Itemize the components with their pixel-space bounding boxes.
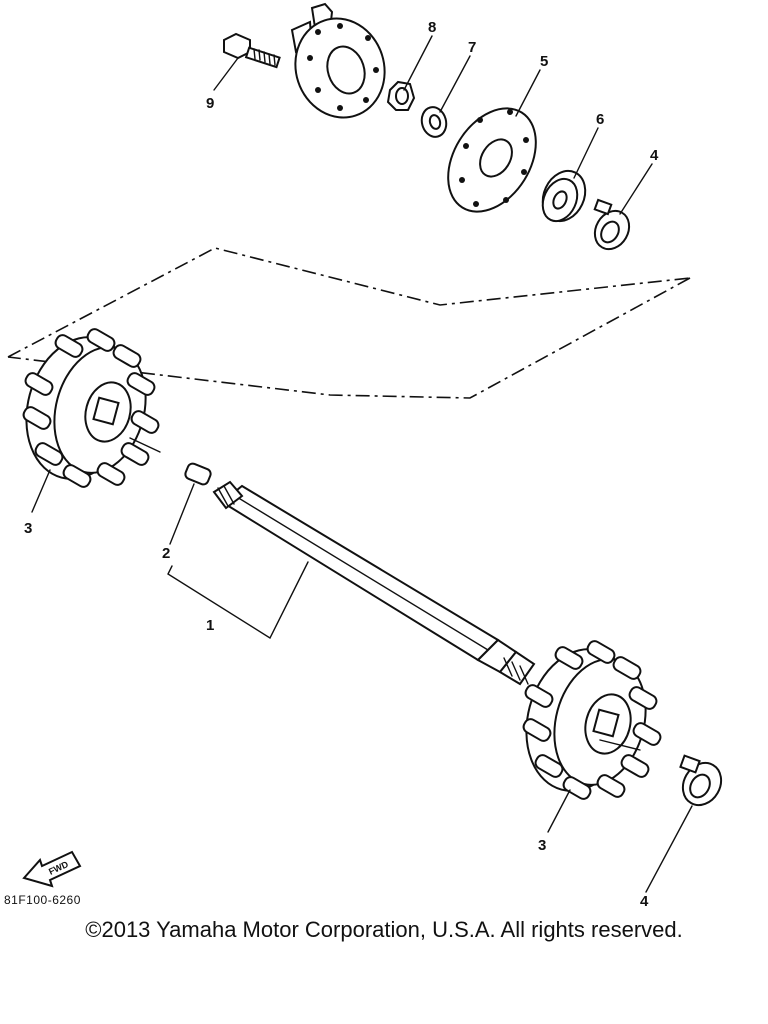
copyright-notice: ©2013 Yamaha Motor Corporation, U.S.A. A… bbox=[85, 917, 683, 942]
callout-6: 6 bbox=[596, 111, 604, 128]
callout-1: 1 bbox=[206, 617, 214, 634]
callout-3-left: 3 bbox=[24, 520, 32, 537]
drive-shaft-part-1 bbox=[212, 480, 536, 686]
callout-4-top: 4 bbox=[650, 147, 659, 164]
diagram-code: 81F100-6260 bbox=[4, 893, 81, 907]
callout-3-right: 3 bbox=[538, 837, 546, 854]
flange-plate-part bbox=[290, 2, 386, 119]
bolt-part-9 bbox=[223, 32, 281, 69]
pin-part-2 bbox=[184, 462, 212, 486]
sprocket-plate-part-5 bbox=[447, 107, 537, 213]
clip-part-4-top bbox=[593, 198, 631, 251]
washer-part-7 bbox=[420, 106, 448, 138]
callout-8: 8 bbox=[428, 19, 436, 36]
sprocket-wheel-part-3-right bbox=[522, 640, 662, 800]
callout-5: 5 bbox=[540, 53, 548, 70]
callout-7: 7 bbox=[468, 39, 476, 56]
clip-part-4-bottom bbox=[679, 754, 723, 807]
bearing-part-6 bbox=[541, 169, 587, 223]
callout-9: 9 bbox=[206, 95, 214, 112]
sprocket-wheel-part-3-left bbox=[22, 328, 160, 488]
nut-part-8 bbox=[386, 80, 416, 111]
callout-2: 2 bbox=[162, 545, 170, 562]
callout-labels: 1 2 3 3 4 4 5 6 7 8 9 bbox=[24, 19, 659, 910]
assembly-dashed-outline bbox=[7, 247, 691, 399]
leader-lines bbox=[31, 35, 693, 893]
callout-4-bottom: 4 bbox=[640, 893, 649, 910]
forward-arrow-icon: FWD bbox=[22, 850, 82, 888]
